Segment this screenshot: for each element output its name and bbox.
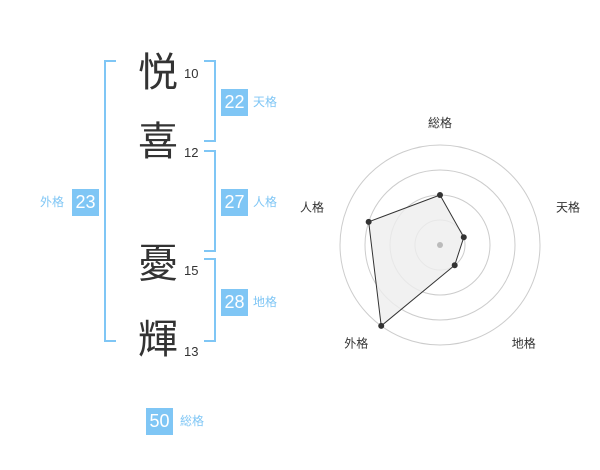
chikaku-bracket bbox=[204, 258, 216, 342]
name-char-1: 悦 bbox=[138, 50, 178, 96]
radar-point-2 bbox=[451, 262, 458, 269]
stroke-count-1: 10 bbox=[184, 66, 199, 81]
radar-point-1 bbox=[460, 234, 467, 241]
chikaku-label: 地格 bbox=[253, 295, 278, 309]
jinkaku-label: 人格 bbox=[253, 195, 278, 209]
radar-axis-label-gaikaku: 外格 bbox=[344, 336, 368, 351]
radar-point-3 bbox=[378, 322, 385, 329]
stroke-count-2: 12 bbox=[184, 145, 199, 160]
tenkaku-bracket bbox=[204, 60, 216, 142]
radar-point-0 bbox=[437, 192, 443, 198]
soukaku-label: 総格 bbox=[180, 414, 205, 428]
radar-axis-label-jinkaku: 人格 bbox=[300, 199, 324, 214]
soukaku-value-badge: 50 bbox=[146, 408, 173, 435]
radar-point-4 bbox=[365, 218, 372, 225]
gaikaku-label: 外格 bbox=[40, 195, 65, 209]
radar-points bbox=[365, 192, 467, 329]
radar-ring-3 bbox=[364, 169, 516, 321]
radar-axis-label-tenkaku: 天格 bbox=[556, 199, 580, 214]
radar-chart: 総格 天格 地格 外格 人格 bbox=[300, 115, 580, 351]
tenkaku-label: 天格 bbox=[253, 95, 278, 109]
gaikaku-value-badge: 23 bbox=[72, 189, 99, 216]
radar-series-polygon bbox=[368, 194, 465, 327]
name-char-2: 喜 bbox=[138, 119, 178, 165]
name-char-3: 憂 bbox=[138, 241, 178, 287]
tenkaku-value-badge: 22 bbox=[221, 89, 248, 116]
radar-ring-4 bbox=[339, 144, 541, 346]
stroke-count-3: 15 bbox=[184, 263, 199, 278]
stroke-count-4: 13 bbox=[184, 344, 199, 359]
jinkaku-value-badge: 27 bbox=[221, 189, 248, 216]
radar-axis-label-chikaku: 地格 bbox=[512, 336, 536, 351]
gaikaku-bracket bbox=[104, 60, 116, 342]
name-char-4: 輝 bbox=[138, 317, 178, 363]
radar-center-dot bbox=[437, 242, 443, 248]
chikaku-value-badge: 28 bbox=[221, 289, 248, 316]
radar-axis-label-soukaku: 総格 bbox=[428, 115, 452, 130]
jinkaku-bracket bbox=[204, 150, 216, 252]
